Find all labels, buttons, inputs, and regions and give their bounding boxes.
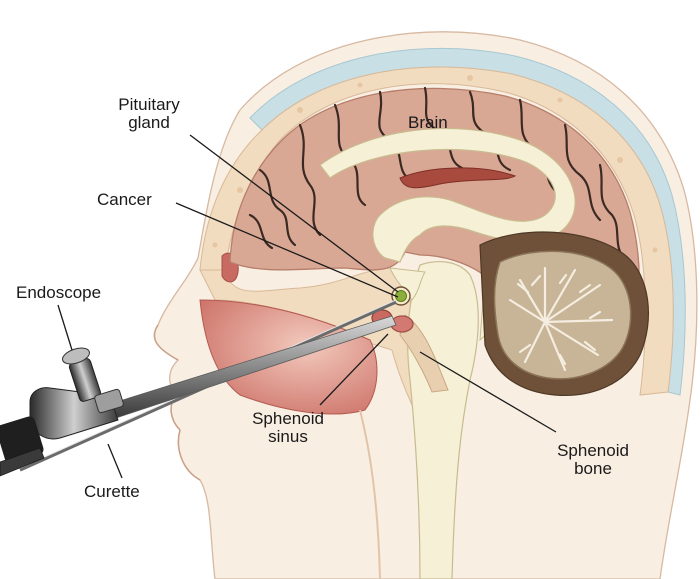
label-pituitary-line2: gland	[118, 114, 180, 132]
label-sphenoid-sinus-line2: sinus	[250, 428, 326, 446]
label-sphenoid-bone: Sphenoid bone	[553, 442, 633, 478]
leader-curette	[108, 444, 122, 478]
label-pituitary-gland: Pituitary gland	[118, 96, 180, 132]
label-cancer: Cancer	[97, 191, 152, 209]
endoscope-body	[0, 345, 124, 465]
label-sphenoid-bone-line2: bone	[553, 460, 633, 478]
label-sphenoid-sinus: Sphenoid sinus	[250, 410, 326, 446]
label-pituitary-line1: Pituitary	[118, 96, 180, 114]
label-sphenoid-sinus-line1: Sphenoid	[250, 410, 326, 428]
label-sphenoid-bone-line1: Sphenoid	[553, 442, 633, 460]
label-endoscope: Endoscope	[16, 284, 101, 302]
leader-endoscope	[58, 305, 72, 350]
label-curette: Curette	[84, 483, 140, 501]
label-brain: Brain	[408, 114, 448, 132]
